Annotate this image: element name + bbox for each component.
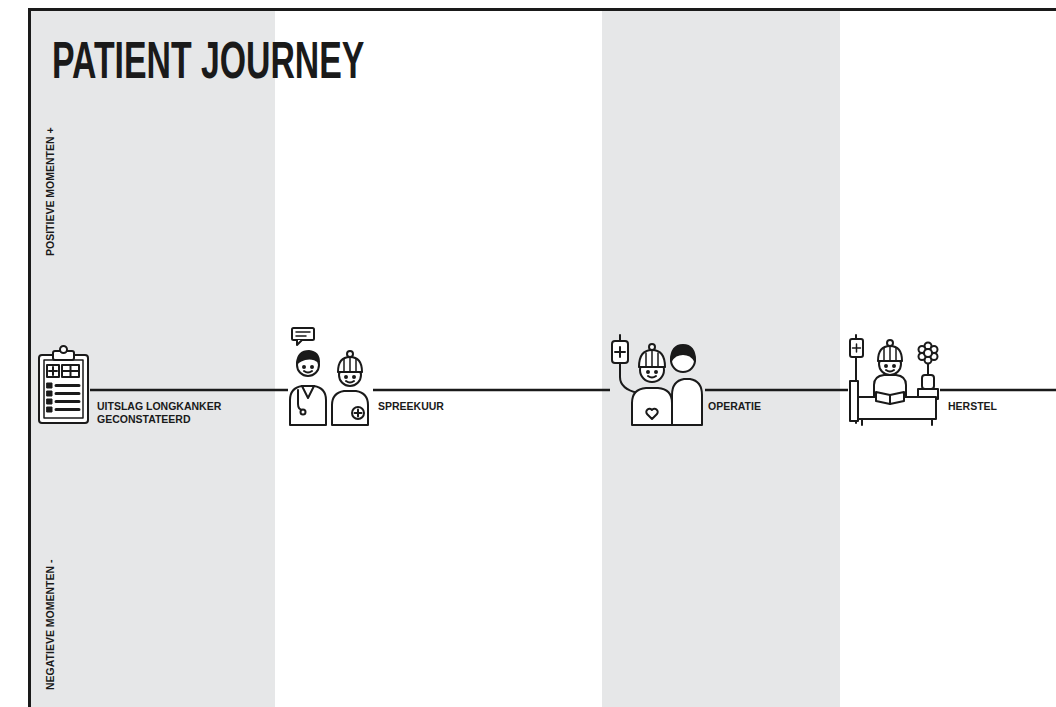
smile xyxy=(648,376,656,378)
eye xyxy=(885,365,887,367)
table-box xyxy=(62,365,79,377)
stethoscope-head xyxy=(301,410,306,415)
journey-step: OPERATIE xyxy=(610,335,705,425)
medical-cross xyxy=(49,367,57,375)
journey-step: HERSTEL xyxy=(848,335,940,425)
step-label: HERSTEL xyxy=(948,400,1056,413)
timeline-connector xyxy=(373,389,610,392)
clipboard-icon xyxy=(39,346,88,423)
table-lines xyxy=(62,365,79,377)
eye xyxy=(647,371,649,373)
medical-cross xyxy=(615,347,625,357)
medical-cross xyxy=(853,344,861,352)
eye xyxy=(345,376,347,378)
doctor-body xyxy=(290,386,326,425)
speech-lines xyxy=(296,332,310,336)
timeline-connector xyxy=(705,389,848,392)
patient-body xyxy=(332,391,368,425)
eye xyxy=(655,371,657,373)
beanie-pom xyxy=(649,344,655,350)
smile xyxy=(346,381,354,383)
iv-tube xyxy=(620,363,638,393)
stethoscope xyxy=(298,390,303,410)
medical-cross xyxy=(355,410,362,417)
clipboard-board xyxy=(39,355,88,423)
beanie-lines xyxy=(878,346,902,361)
grey-band xyxy=(602,10,840,707)
iv-bag xyxy=(612,341,628,363)
frame-border xyxy=(30,10,1056,707)
eye xyxy=(353,376,355,378)
axis-label: NEGATIEVE MOMENTEN - xyxy=(44,560,56,690)
iv-bag xyxy=(850,339,863,357)
eye xyxy=(893,365,895,367)
step-label: SPREEKUUR xyxy=(378,400,498,413)
timeline-line xyxy=(940,389,1056,392)
smile xyxy=(886,370,894,372)
smile xyxy=(304,371,312,373)
book-spine xyxy=(889,395,891,404)
beanie xyxy=(639,350,665,367)
axis-label: POSITIEVE MOMENTEN + xyxy=(44,127,56,256)
eye xyxy=(303,366,305,368)
timeline-connector xyxy=(90,389,288,392)
page-title: PATIENT JOURNEY xyxy=(52,34,364,86)
beanie xyxy=(338,357,362,372)
book xyxy=(876,392,904,404)
flower-center xyxy=(924,349,932,357)
speech-tail xyxy=(297,340,302,345)
bed-headboard xyxy=(850,381,858,421)
clipboard-ring xyxy=(60,346,67,353)
vase xyxy=(922,375,934,389)
operation-icon xyxy=(612,335,702,425)
journey-step: SPREEKUUR xyxy=(288,328,373,425)
cross-box xyxy=(47,365,59,377)
beanie-pom xyxy=(347,351,353,357)
grey-band xyxy=(30,10,275,707)
recovery-icon xyxy=(850,335,938,425)
list-bullet xyxy=(47,391,52,396)
journey-step: UITSLAG LONGKANKER GECONSTATEERD xyxy=(37,345,90,425)
bed-legs xyxy=(862,419,932,425)
beanie-lines xyxy=(639,351,665,367)
step-label: UITSLAG LONGKANKER GECONSTATEERD xyxy=(97,400,227,426)
clipboard-paper xyxy=(44,360,83,418)
doctor-collar xyxy=(302,386,314,398)
doctor-hair xyxy=(297,351,319,363)
cross-badge xyxy=(352,407,364,419)
eye xyxy=(311,366,313,368)
companion-hair xyxy=(671,345,695,361)
list-bullet xyxy=(47,407,52,412)
list-lines xyxy=(56,386,79,410)
speech-bubble xyxy=(292,328,314,340)
patient-body xyxy=(632,388,672,425)
consultation-icon xyxy=(290,328,368,425)
beanie xyxy=(878,346,902,361)
list-bullet xyxy=(47,399,52,404)
beanie-pom xyxy=(887,340,893,346)
heart xyxy=(646,409,657,419)
list-bullet xyxy=(47,383,52,388)
beanie-lines xyxy=(338,357,362,372)
companion-body xyxy=(672,379,702,425)
step-label: OPERATIE xyxy=(708,400,828,413)
